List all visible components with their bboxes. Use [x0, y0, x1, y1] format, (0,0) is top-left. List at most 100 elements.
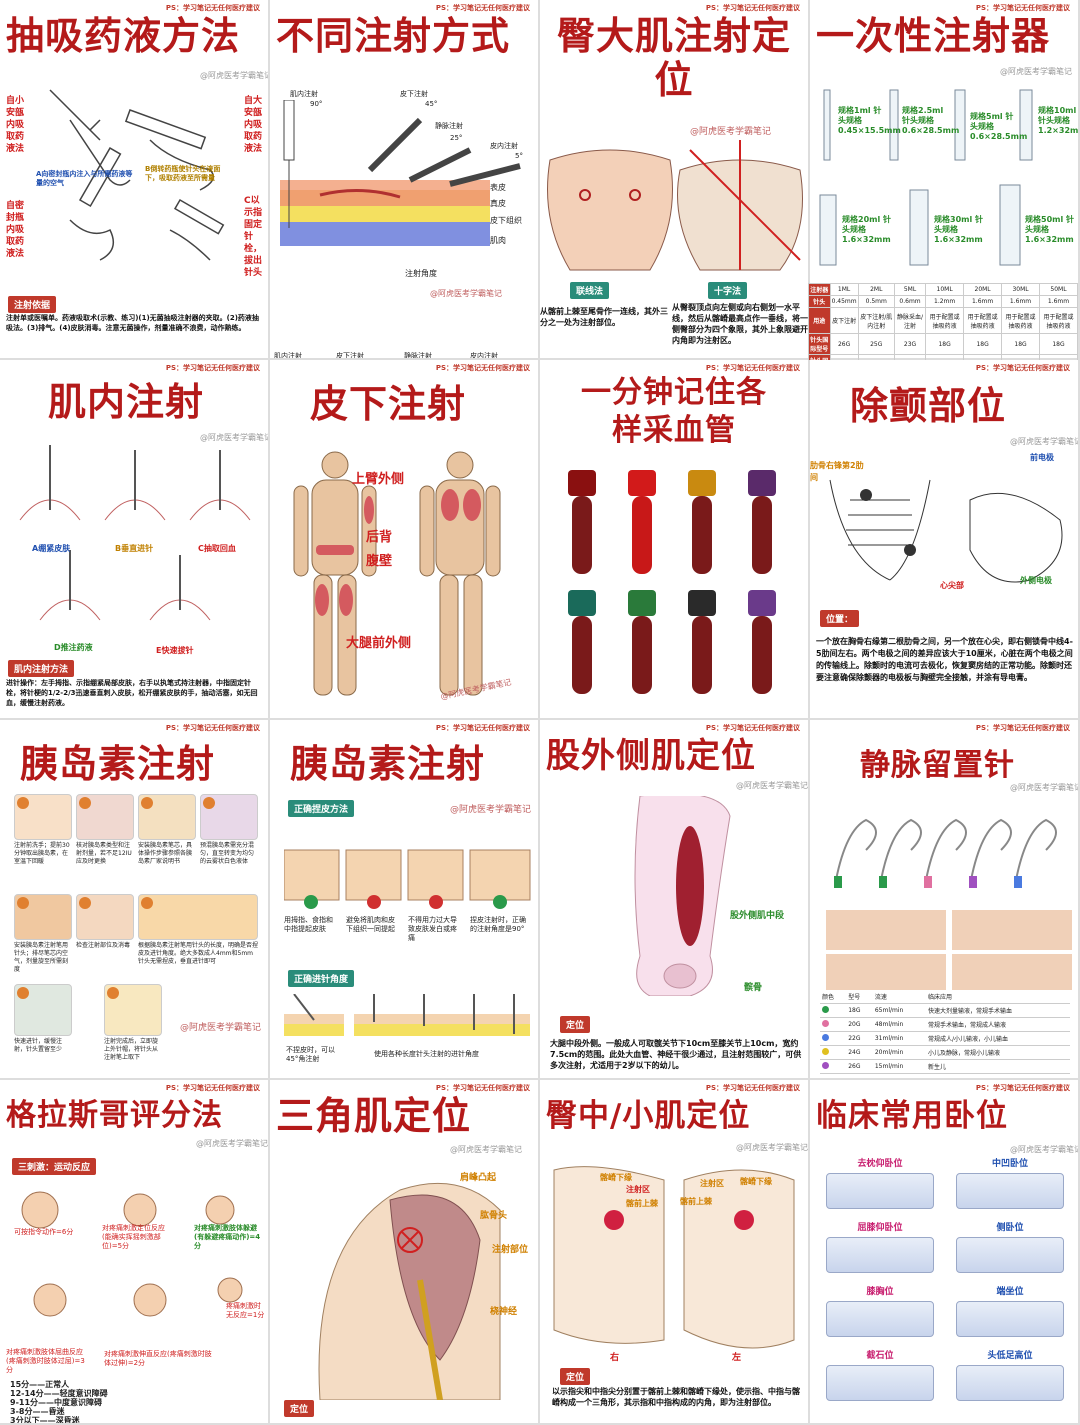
spec-1ml: 规格1ml 针头规格 0.45×15.5mm	[838, 106, 901, 135]
position-label: 去枕仰卧位	[857, 1159, 903, 1169]
table-cell: 2ML	[857, 283, 895, 296]
label-left: 左	[732, 1353, 742, 1363]
bed-illustration	[826, 1301, 934, 1337]
ps-note: PS：学习笔记无任何医疗建议	[705, 4, 800, 12]
table-cell: 用于配置或抽吸药液	[1001, 307, 1041, 334]
step-image	[138, 794, 196, 840]
im-method-text: 进针操作：左手拇指、示指绷紧局部皮肤，右手以执笔式持注射器，中指固定针栓，将针梗…	[6, 679, 258, 707]
card-subcutaneous: PS：学习笔记无任何医疗建议 皮下注射 上臂外侧 后背 腹壁 大腿前外侧 @阿虎…	[270, 360, 540, 720]
table-cell	[820, 1031, 847, 1046]
step-number-icon	[107, 987, 119, 999]
insulin-step: 快速进针，缓慢注射，针头置留至少	[14, 984, 72, 1054]
spec-5ml: 规格5ml 针头规格 0.6×28.5mm	[970, 112, 1028, 141]
label-acromion: 肩峰凸起	[460, 1173, 497, 1183]
bottom-sc: 皮下注射	[336, 352, 364, 360]
ps-note: PS：学习笔记无任何医疗建议	[705, 364, 800, 372]
gcs-score: 3-8分——昏迷	[10, 1407, 65, 1416]
table-cell: 静脉采血/注射	[893, 307, 927, 334]
table-cell: 0.5mm	[857, 295, 895, 308]
card-title: 一分钟记住各样采血管	[581, 375, 767, 448]
watermark: @阿虎医考学霸笔记	[736, 781, 808, 790]
site-back: 后背	[366, 530, 393, 545]
table-cell	[820, 1059, 847, 1074]
site-abdomen: 腹壁	[366, 554, 393, 569]
step-number-icon	[17, 897, 29, 909]
position-item: 中凹卧位	[948, 1156, 1072, 1216]
step-a: A绷紧皮肤	[32, 544, 71, 553]
step-number-icon	[79, 797, 91, 809]
layer-subcutaneous: 皮下组织	[490, 216, 522, 225]
tag-needle-angle: 正确进针角度	[288, 970, 355, 987]
gcs-score: 9-11分——中度意识障碍	[10, 1398, 103, 1407]
step-b: B垂直进针	[115, 544, 154, 553]
tube-cap	[688, 590, 716, 616]
gcs-6: 可按指令动作=6分	[14, 1228, 74, 1236]
tube-cap	[568, 590, 596, 616]
insulin-step: 安装胰岛素笔芯，具体操作步骤参照各胰岛素厂家说明书	[138, 794, 196, 866]
label-midsection: 股外侧肌中段	[730, 911, 785, 921]
pinch-caption: 避免将肌肉和皮下组织一同提起	[346, 916, 395, 933]
syringe-illustration	[49, 89, 225, 261]
watermark: @阿虎医考学霸笔记	[196, 1139, 268, 1148]
step-image	[76, 894, 134, 940]
spec-2-5ml: 规格2.5ml 针头规格 0.6×28.5mm	[902, 106, 960, 135]
tube-body	[572, 496, 592, 574]
syringes-illustration	[819, 89, 1033, 266]
tag-position: 定位	[560, 1016, 591, 1033]
card-title: 皮下注射	[310, 382, 467, 426]
ps-note: PS：学习笔记无任何医疗建议	[165, 1084, 260, 1092]
table-cell: 1.6mm	[1039, 295, 1078, 308]
ps-note: PS：学习笔记无任何医疗建议	[705, 1084, 800, 1092]
table-cell: 1ML	[829, 283, 859, 296]
tubes-illustration	[568, 470, 776, 694]
label-zone-r: 注射区	[626, 1185, 650, 1194]
step-text: 预混胰岛素需充分混匀，直至转变为均匀的云雾状白色液体	[200, 842, 255, 865]
tag-im-method: 肌内注射方法	[8, 660, 75, 677]
site-thigh: 大腿前外侧	[346, 636, 412, 651]
spec-10ml: 规格10ml 针头规格 1.2×32mm	[1038, 106, 1079, 135]
table-cell: 18G	[1001, 333, 1041, 355]
table-cell: 1.6mm	[963, 295, 1003, 308]
gcs-score: 12-14分——轻度意识障碍	[10, 1389, 108, 1398]
table-cell: 26G	[829, 333, 859, 355]
step-text: 注射完成后，立即旋上外针帽，将针头从注射笔上取下	[104, 1038, 159, 1061]
positions-grid: 去枕仰卧位中凹卧位屈膝仰卧位侧卧位膝胸位端坐位截石位头低足高位	[818, 1156, 1074, 1418]
table-cell: 快速大剂量输液，常规手术输血	[925, 1003, 1070, 1018]
step-image	[200, 794, 258, 840]
card-title: 不同注射方式	[276, 14, 511, 58]
bed-illustration	[826, 1237, 934, 1273]
watermark: @阿虎医考学霸笔记	[200, 71, 270, 80]
table-cell: 针头国际型号	[808, 333, 831, 355]
table-cell: 18G	[1039, 333, 1078, 355]
tube-cap	[748, 470, 776, 496]
table-cell: 25G	[857, 333, 895, 355]
label-im: 肌内注射	[290, 90, 318, 98]
label-small-ampoule: 自小安瓿内吸取药液法	[6, 96, 25, 154]
watermark: @阿虎医考学霸笔记	[1000, 67, 1072, 76]
insulin-step: 安装胰岛素注射笔用针头；排尽笔芯内空气，剂量旋至所需刻度	[14, 894, 72, 974]
gcs-4: 对疼痛刺激肢体躲避(有躲避疼痛动作)=4分	[194, 1224, 261, 1250]
insulin-step: 注射前洗手；提前30分钟取出胰岛素，在室温下回暖	[14, 794, 72, 866]
tube-cap	[628, 470, 656, 496]
tube-cap	[748, 590, 776, 616]
card-iv-catheter: PS：学习笔记无任何医疗建议 静脉留置针 @阿虎医考学霸笔记	[810, 720, 1080, 1080]
table-cell: 用于配置或抽吸药液	[1039, 307, 1078, 334]
table-cell: 20ML	[963, 283, 1003, 296]
layer-dermis: 真皮	[490, 199, 506, 208]
table-cell: 48ml/min	[872, 1017, 926, 1032]
card-title: 抽吸药液方法	[6, 14, 241, 58]
label-front-electrode: 前电极	[1030, 453, 1054, 462]
step-image	[14, 894, 72, 940]
position-label: 端坐位	[996, 1287, 1024, 1297]
label-step-c: C以示指固定针栓，拔出针头	[244, 196, 263, 278]
table-cell: 临床应用	[925, 990, 1070, 1004]
card-title: 三角肌定位	[276, 1094, 472, 1138]
table-cell: 10ML	[925, 283, 965, 296]
card-vastus-lateralis: PS：学习笔记无任何医疗建议 股外侧肌定位 @阿虎医考学霸笔记 股外侧肌中段 髌…	[540, 720, 810, 1080]
card-title: 格拉斯哥评分法	[6, 1098, 223, 1133]
label-step-a: A向密封瓶内注入与所需药液等量的空气	[36, 170, 133, 187]
angle-caption: 不捏皮时，可以45°角注射	[286, 1046, 335, 1063]
position-label: 屈膝仰卧位	[857, 1223, 903, 1233]
label-right-sternal: 肋骨右锋第2肋间	[810, 461, 864, 482]
